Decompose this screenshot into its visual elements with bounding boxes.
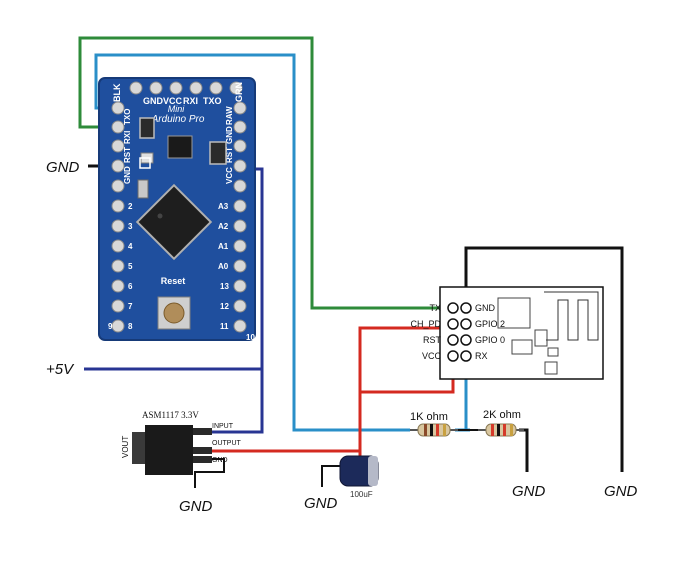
arduino-left-label: 6 — [128, 282, 133, 291]
arduino-right-label: 13 — [220, 282, 229, 291]
arduino-top-label: GRN — [234, 82, 244, 102]
arduino-top-label: TXO — [203, 96, 222, 106]
regulator-pin-label: INPUT — [212, 423, 234, 430]
arduino-right-label: RST — [225, 147, 234, 163]
wire-red-output — [212, 326, 440, 453]
label-gnd-regulator: GND — [179, 498, 213, 515]
arduino-left-label: 2 — [128, 202, 133, 211]
esp-right-labels: GND GPIO 2 GPIO 0 RX — [475, 303, 505, 361]
arduino-top-label: BLK — [112, 83, 122, 102]
arduino-top-label: GND — [143, 96, 164, 106]
label-gnd-capacitor: GND — [304, 495, 338, 512]
esp-chip-outline — [497, 297, 531, 329]
esp-pin-label: GPIO 0 — [475, 335, 505, 345]
esp-pin-label: RX — [475, 351, 488, 361]
regulator-pin-label: GND — [212, 457, 228, 464]
esp-outline — [439, 286, 604, 380]
arduino-top-label: RXI — [183, 96, 198, 106]
capacitor-100uf: 100uF — [339, 455, 379, 499]
arduino-right-label: RAW — [225, 106, 234, 125]
resistor-2k: 2K ohm — [478, 409, 524, 437]
label-gnd-right: GND — [604, 483, 638, 500]
regulator-pin-output — [193, 447, 212, 454]
regulator-tab — [132, 432, 145, 464]
arduino-right-label: A0 — [218, 262, 229, 271]
wire-red-vcc — [360, 357, 455, 394]
arduino-pro-mini: BLK GND VCC RXI TXO GRN TXO RXI RST GND … — [98, 77, 256, 342]
arduino-right-label: A3 — [218, 202, 229, 211]
arduino-left-label: GND — [123, 166, 132, 184]
esp-pins — [447, 302, 472, 362]
esp-component — [534, 329, 548, 347]
esp8266-module: TX CH_PD RST VCC GND GPIO 2 GPIO 0 RX — [410, 286, 604, 380]
regulator-vout-label: VOUT — [121, 436, 130, 458]
arduino-left-label: 7 — [128, 302, 133, 311]
arduino-left-label: RST — [123, 147, 132, 163]
arduino-brand-line2: Arduino Pro — [151, 114, 205, 125]
regulator-body — [145, 425, 193, 475]
arduino-right-label: VCC — [225, 167, 234, 184]
wire-green-tx — [78, 36, 440, 310]
regulator-pin-label: OUTPUT — [212, 440, 242, 447]
reset-label: Reset — [161, 276, 186, 286]
arduino-right-label: 10 — [246, 333, 255, 342]
esp-pin-label: GND — [475, 303, 496, 313]
esp-left-labels: TX CH_PD RST VCC — [410, 303, 441, 361]
atmega-dot — [157, 213, 163, 219]
arduino-right-labels: RAW GND RST VCC A3 A2 A1 A0 13 12 11 10 — [218, 106, 255, 342]
wire-reg-gnd — [194, 458, 225, 488]
arduino-top-pads — [129, 81, 243, 95]
arduino-left-pads — [111, 101, 125, 333]
arduino-right-label: GND — [225, 126, 234, 144]
arduino-left-label: 8 — [128, 322, 133, 331]
esp-pin-label: RST — [423, 335, 442, 345]
arduino-left-labels: TXO RXI RST GND 2 3 4 5 6 7 8 9 — [108, 109, 133, 331]
arduino-left-label: 9 — [108, 322, 113, 331]
arduino-top-labels: BLK GND VCC RXI TXO GRN — [112, 82, 244, 106]
arduino-right-label: A2 — [218, 222, 229, 231]
label-plus5v: +5V — [46, 361, 75, 378]
regulator-pin-input — [193, 428, 212, 435]
reset-button — [163, 302, 185, 324]
capacitor-value: 100uF — [350, 490, 373, 499]
resistor-1k: 1K ohm — [410, 411, 458, 437]
wire-black-2k-gnd — [519, 428, 529, 472]
arduino-right-label: 11 — [220, 322, 229, 331]
wire-cap-lead-gnd — [321, 465, 342, 487]
label-gnd-resistor: GND — [512, 483, 546, 500]
arduino-led-component — [139, 117, 155, 139]
arduino-left-label: RXI — [123, 131, 132, 144]
arduino-right-label: 12 — [220, 302, 229, 311]
label-gnd-left: GND — [46, 159, 80, 176]
esp-pin-label: VCC — [422, 351, 442, 361]
regulator-pin-gnd — [193, 456, 212, 463]
ams1117-regulator: ASM1117 3.3V VOUT INPUT OUTPUT GND — [121, 410, 242, 475]
esp-pin-label: CH_PD — [410, 319, 441, 329]
atmega-chip — [135, 183, 213, 261]
arduino-right-pads — [233, 101, 247, 333]
arduino-brand-line1: Mini — [168, 104, 186, 114]
arduino-left-label: 5 — [128, 262, 133, 271]
esp-pin-label: TX — [429, 303, 441, 313]
arduino-left-label: 3 — [128, 222, 133, 231]
wire-black-esp-gnd — [464, 246, 624, 472]
resistor-1k-label: 1K ohm — [410, 411, 448, 423]
arduino-left-label: TXO — [123, 109, 132, 125]
capacitor-stripe — [368, 456, 378, 486]
esp-component — [511, 339, 533, 355]
arduino-capacitor-component — [209, 141, 227, 165]
resistor-2k-label: 2K ohm — [483, 409, 521, 421]
arduino-crystal — [137, 179, 149, 199]
arduino-left-label: 4 — [128, 242, 133, 251]
arduino-top-label: VCC — [163, 96, 183, 106]
arduino-regulator-chip — [167, 135, 193, 159]
esp-component — [544, 361, 558, 375]
gnd-pad-marker — [139, 157, 151, 169]
esp-component — [547, 347, 559, 357]
arduino-right-label: A1 — [218, 242, 229, 251]
esp-pin-label: GPIO 2 — [475, 319, 505, 329]
regulator-title: ASM1117 3.3V — [142, 410, 199, 420]
esp-antenna-trace — [544, 291, 599, 341]
